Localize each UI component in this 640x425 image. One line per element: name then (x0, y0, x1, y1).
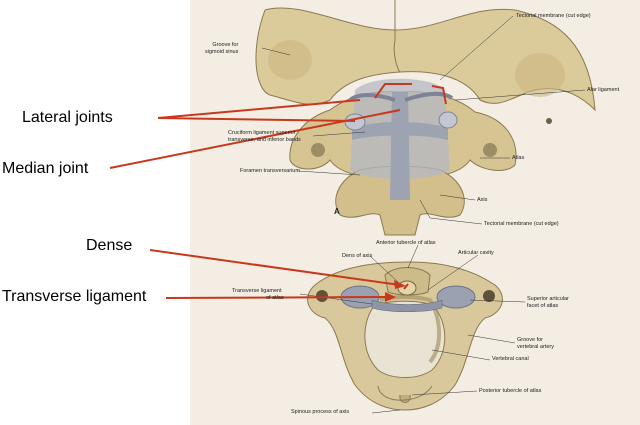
label-vertebral-canal: Vertebral canal (492, 356, 529, 362)
alar-ligament (404, 91, 454, 102)
cruciform-ligament (390, 92, 410, 200)
label-articular-cavity: Articular cavity (458, 250, 494, 256)
dense-arrowhead (394, 280, 406, 289)
label-transverse-ligament-of-atlas: Transverse ligament of atlas (232, 288, 284, 301)
label-tectorial-bottom: Tectorial membrane (cut edge) (484, 221, 559, 227)
label-groove-sigmoid-line1: Groove for (212, 42, 239, 48)
label-superior-facet-line1: Superior articular (527, 296, 569, 302)
label-cruciform: Cruciform ligament superior transverse, … (228, 130, 301, 143)
label-foramen: Foramen transversarium (240, 168, 300, 174)
median-joint-arrow (109, 109, 401, 169)
label-transverse-ligament-line2: of atlas (266, 294, 284, 301)
label-groove-sigmoid: Groove for sigmoid sinus (205, 42, 238, 55)
label-alar-ligament: Alar ligament (587, 87, 620, 93)
panel-letter-a: A (334, 207, 340, 216)
label-spinous-process: Spinous process of axis (291, 409, 350, 415)
superior-facet-right (436, 285, 476, 309)
transverse-ligament-arrow (165, 296, 391, 299)
dens (397, 280, 417, 296)
label-transverse-ligament-line1: Transverse ligament (232, 288, 282, 294)
label-groove-sigmoid-line2: sigmoid sinus (205, 48, 239, 55)
label-median-joint: Median joint (2, 160, 89, 177)
label-superior-facet: Superior articular facet of atlas (527, 296, 569, 309)
label-cruciform-line2: transverse, and inferior bands (228, 136, 301, 143)
label-groove-vertebral: Groove for vertebral artery (517, 337, 554, 350)
label-superior-facet-line2: facet of atlas (527, 302, 559, 309)
label-cruciform-line1: Cruciform ligament superior (228, 130, 296, 136)
lateral-joints-arrow-2 (157, 117, 356, 122)
label-dense: Dense (86, 237, 133, 254)
lateral-joints-arrow-1 (157, 99, 361, 119)
label-lateral-joints: Lateral joints (22, 109, 113, 126)
dense-arrow (149, 249, 401, 286)
label-groove-vertebral-line2: vertebral artery (517, 343, 554, 350)
transverse-ligament-arrowhead (385, 292, 396, 302)
label-tectorial-top: Tectorial membrane (cut edge) (516, 13, 591, 19)
label-anterior-tubercle: Anterior tubercle of atlas (376, 240, 436, 246)
transverse-ligament (371, 299, 443, 313)
label-axis: Axis (477, 197, 488, 203)
overlay-arrows (109, 99, 406, 302)
label-atlas: Atlas (512, 155, 525, 161)
vertebral-canal (364, 300, 446, 378)
label-transverse-ligament: Transverse ligament (2, 288, 147, 305)
label-posterior-tubercle: Posterior tubercle of atlas (479, 388, 542, 394)
label-groove-vertebral-line1: Groove for (517, 337, 543, 343)
figure-a-drawing (255, 0, 596, 236)
label-dens-of-axis: Dens of axis (342, 253, 373, 259)
